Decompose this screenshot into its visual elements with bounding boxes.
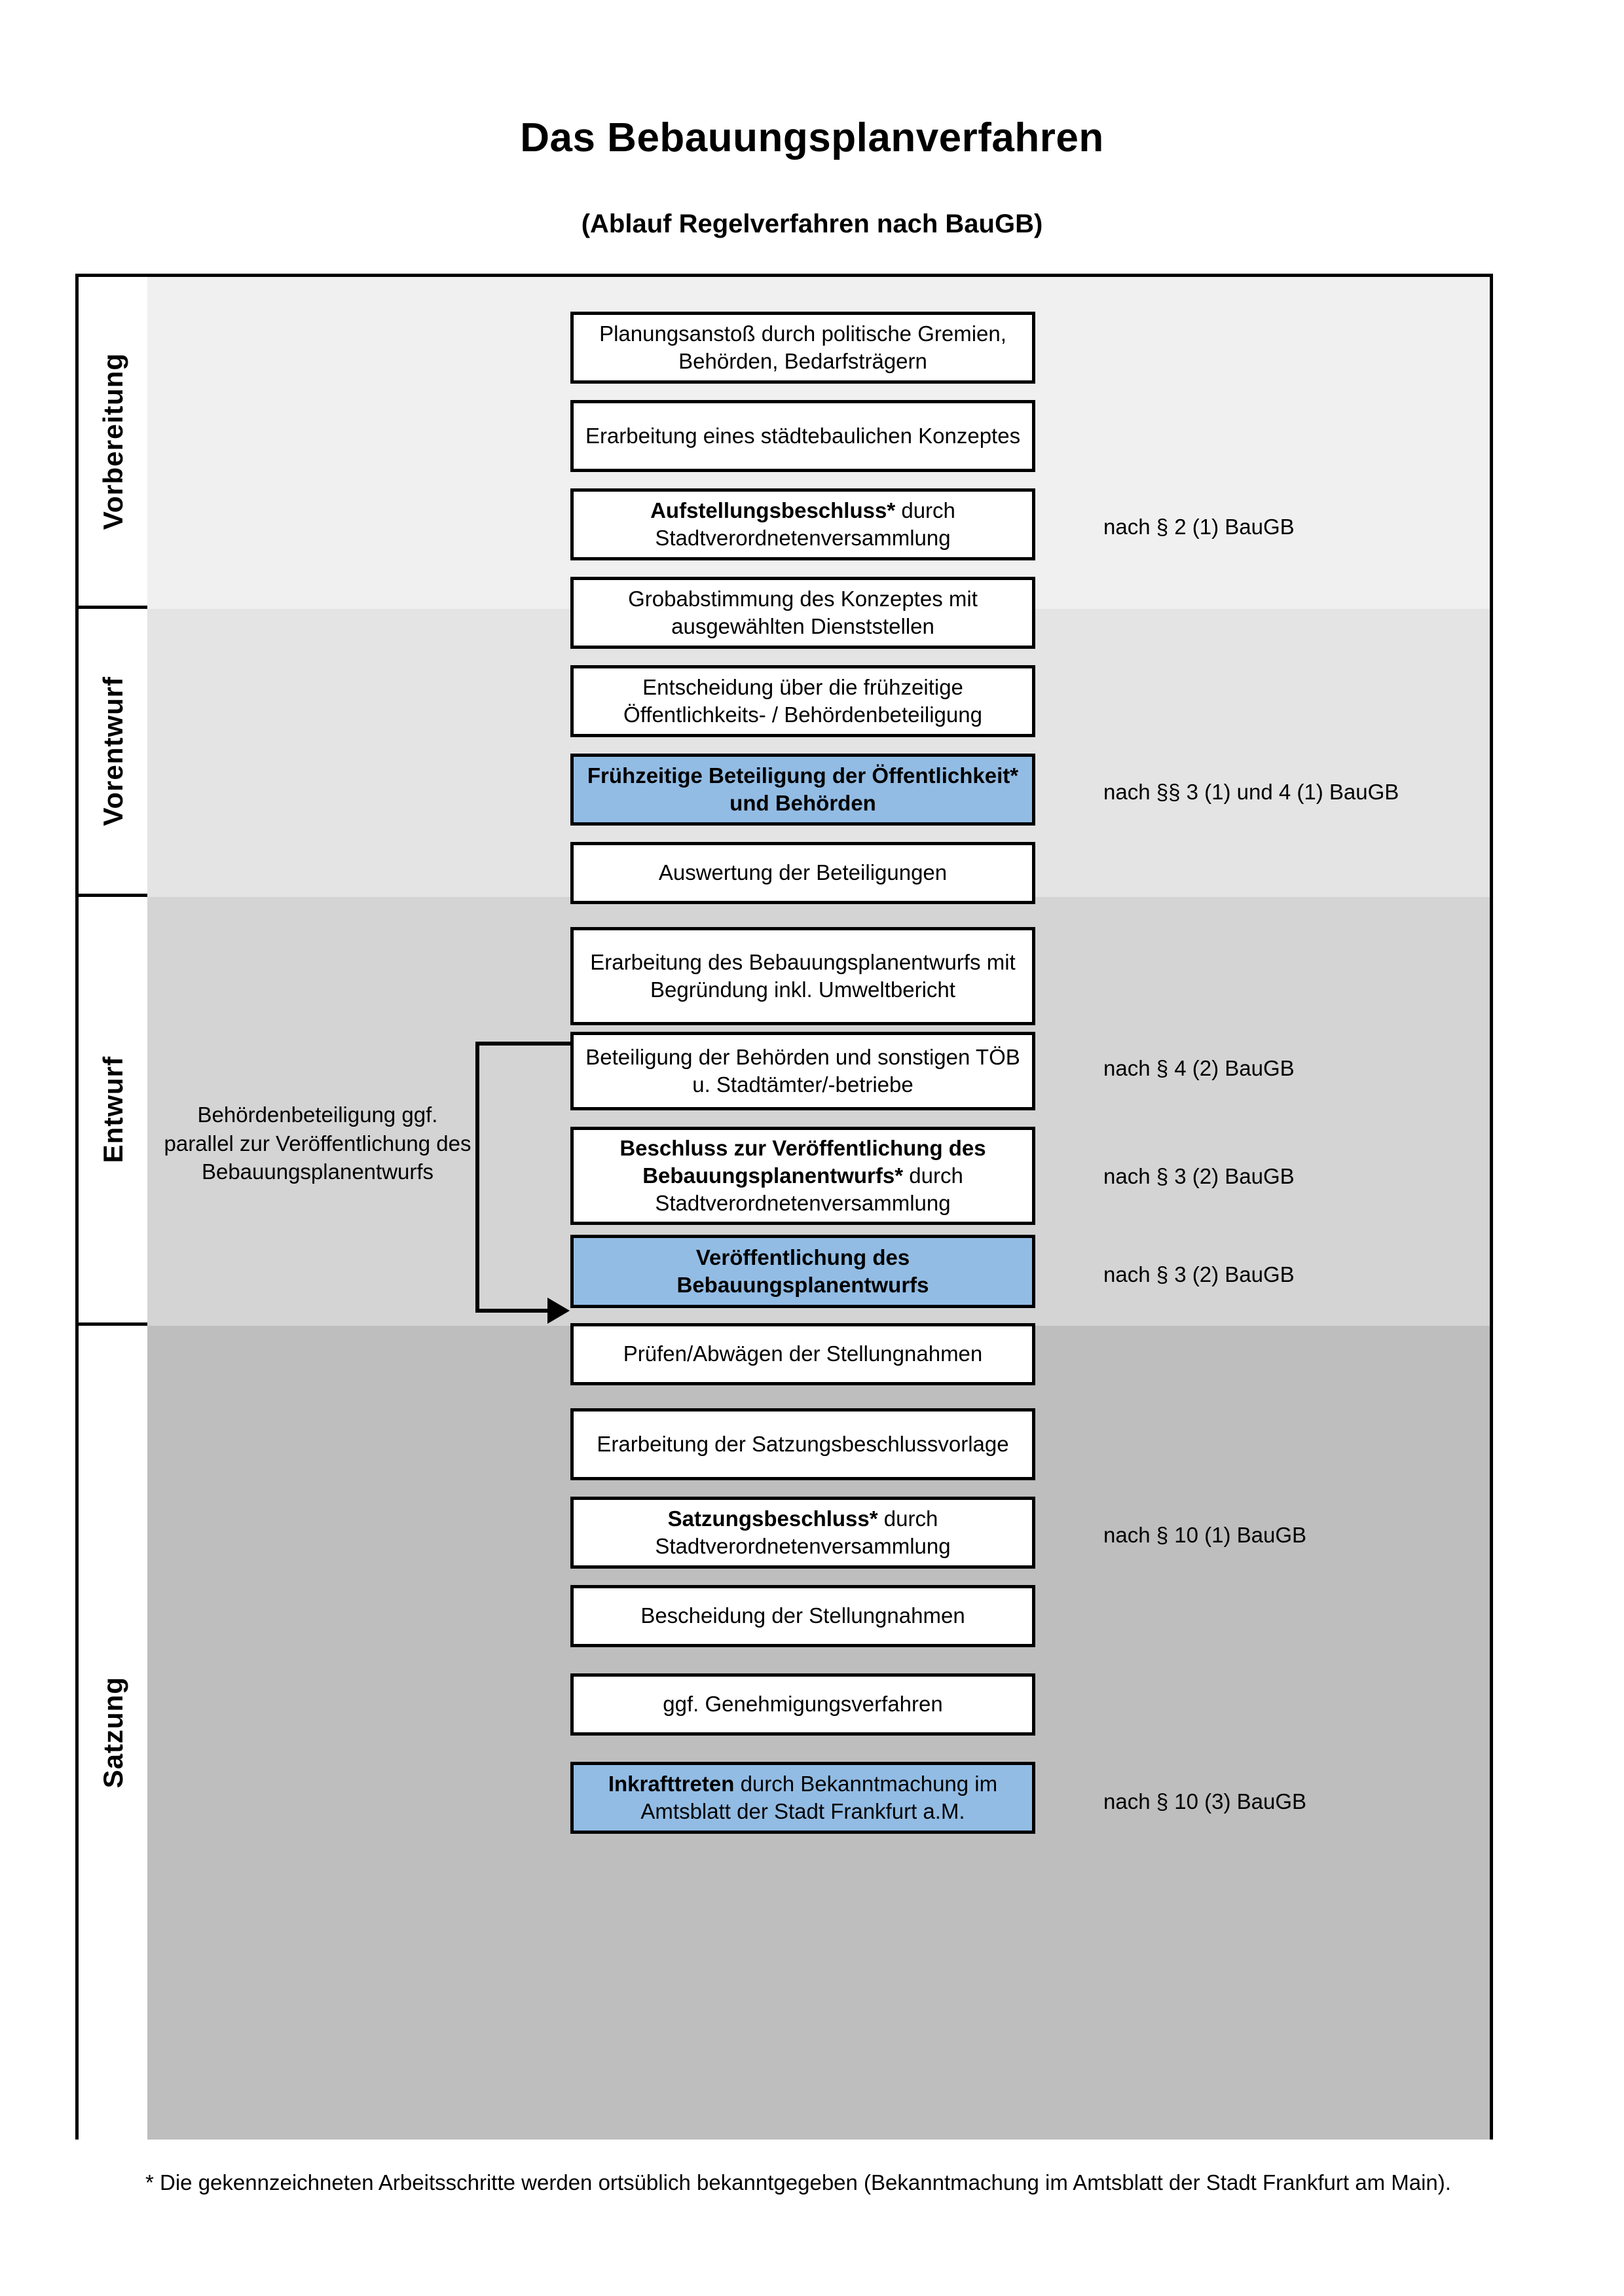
flow-step-genehmigungsverfahren[interactable]: ggf. Genehmigungsverfahren	[570, 1673, 1035, 1736]
page-subtitle: (Ablauf Regelverfahren nach BauGB)	[581, 210, 1043, 238]
flow-step-text: Planungsanstoß durch politische Gremien,…	[599, 321, 1006, 373]
flow-step-body: Satzungsbeschluss* durch Stadtverordnete…	[580, 1505, 1025, 1560]
flow-step-text: durch Stadtverordnetenversammlung	[655, 498, 955, 550]
phase-label-vorbereitung: Vorbereitung	[79, 277, 147, 609]
flow-step-text: Beteiligung der Behörden und sonstigen T…	[585, 1044, 1020, 1097]
phase-label-vorentwurf: Vorentwurf	[79, 609, 147, 897]
flow-step-text: Prüfen/Abwägen der Stellungnahmen	[623, 1341, 983, 1366]
connector-segment-bottom	[475, 1309, 547, 1313]
flow-step-bold: Aufstellungsbeschluss*	[650, 498, 896, 522]
flow-step-text: Grobabstimmung des Konzeptes mit ausgewä…	[628, 586, 978, 638]
flow-step-beteiligung-toeb[interactable]: Beteiligung der Behörden und sonstigen T…	[570, 1032, 1035, 1110]
side-note-behoerdenbeteiligung: Behördenbeteiligung ggf. parallel zur Ve…	[164, 1102, 471, 1184]
flow-step-bold: Beschluss zur Veröffentlichung des Bebau…	[619, 1135, 986, 1188]
flow-step-satzungsbeschluss[interactable]: Satzungsbeschluss* durch Stadtverordnete…	[570, 1497, 1035, 1569]
page-title: Das Bebauungsplanverfahren	[520, 115, 1104, 160]
flow-step-text: Entscheidung über die frühzeitige Öffent…	[623, 674, 982, 727]
parallel-process-connector	[470, 1042, 581, 1324]
flow-step-bescheidung[interactable]: Bescheidung der Stellungnahmen	[570, 1585, 1035, 1647]
connector-segment-left	[475, 1042, 479, 1313]
flow-step-body: Beschluss zur Veröffentlichung des Bebau…	[580, 1135, 1025, 1218]
flow-step-text: durch Bekanntmachung im Amtsblatt der St…	[640, 1771, 998, 1823]
connector-arrowhead-icon	[547, 1298, 570, 1324]
flow-step-erarbeitung-bebauungsplanentwurf[interactable]: Erarbeitung des Bebauungsplanentwurfs mi…	[570, 927, 1035, 1025]
flow-step-entscheidung[interactable]: Entscheidung über die frühzeitige Öffent…	[570, 665, 1035, 737]
flow-step-veroeffentlichung[interactable]: Veröffentlichung des Bebauungsplanentwur…	[570, 1235, 1035, 1308]
flow-step-fruehzeitige-beteiligung[interactable]: Frühzeitige Beteiligung der Öffentlichke…	[570, 754, 1035, 826]
phase-label-text: Vorentwurf	[97, 676, 128, 826]
flow-step-text: ggf. Genehmigungsverfahren	[663, 1692, 943, 1717]
flow-step-text: Bescheidung der Stellungnahmen	[640, 1603, 965, 1628]
flow-step-pruefen-abwaegen[interactable]: Prüfen/Abwägen der Stellungnahmen	[570, 1323, 1035, 1385]
flow-step-bold: Inkrafttreten	[608, 1771, 735, 1796]
flow-step-auswertung[interactable]: Auswertung der Beteiligungen	[570, 842, 1035, 904]
phase-label-satzung: Satzung	[79, 1326, 147, 2140]
flow-step-bold: Frühzeitige Beteiligung der Öffentlichke…	[587, 763, 1019, 815]
flow-step-inkrafttreten[interactable]: Inkrafttreten durch Bekanntmachung im Am…	[570, 1762, 1035, 1834]
phase-label-text: Entwurf	[97, 1056, 128, 1163]
flow-step-body: Aufstellungsbeschluss* durch Stadtverord…	[580, 497, 1025, 552]
connector-segment-top	[475, 1042, 574, 1046]
phase-label-column: Vorbereitung Vorentwurf Entwurf Satzung	[79, 277, 147, 2140]
legal-note-2-1: nach § 2 (1) BauGB	[1103, 515, 1295, 539]
flow-step-konzept[interactable]: Erarbeitung eines städtebaulichen Konzep…	[570, 400, 1035, 472]
phase-label-entwurf: Entwurf	[79, 897, 147, 1326]
flow-step-text: Erarbeitung des Bebauungsplanentwurfs mi…	[590, 949, 1016, 1002]
flow-step-beschluss-veroeffentlichung[interactable]: Beschluss zur Veröffentlichung des Bebau…	[570, 1127, 1035, 1225]
flow-step-bold: Satzungsbeschluss*	[667, 1506, 878, 1531]
flowchart-frame: Vorbereitung Vorentwurf Entwurf Satzung	[75, 274, 1493, 2140]
legal-note-3-2a: nach § 3 (2) BauGB	[1103, 1164, 1295, 1188]
legal-note-10-3: nach § 10 (3) BauGB	[1103, 1789, 1307, 1813]
flow-step-text: Erarbeitung der Satzungsbeschlussvorlage	[597, 1431, 1009, 1456]
flow-step-aufstellungsbeschluss[interactable]: Aufstellungsbeschluss* durch Stadtverord…	[570, 488, 1035, 560]
flow-step-text: Auswertung der Beteiligungen	[658, 860, 948, 885]
flow-step-grobabstimmung[interactable]: Grobabstimmung des Konzeptes mit ausgewä…	[570, 577, 1035, 649]
legal-note-10-1: nach § 10 (1) BauGB	[1103, 1523, 1307, 1547]
flow-step-satzungsbeschlussvorlage[interactable]: Erarbeitung der Satzungsbeschlussvorlage	[570, 1408, 1035, 1480]
legal-note-3-2b: nach § 3 (2) BauGB	[1103, 1262, 1295, 1286]
legal-note-3-1: nach §§ 3 (1) und 4 (1) BauGB	[1103, 780, 1399, 804]
flow-step-body: Inkrafttreten durch Bekanntmachung im Am…	[580, 1770, 1025, 1825]
flow-step-text: durch Stadtverordnetenversammlung	[655, 1163, 963, 1216]
footnote: * Die gekennzeichneten Arbeitsschritte w…	[145, 2170, 1451, 2195]
flow-step-text: durch Stadtverordnetenversammlung	[655, 1506, 951, 1558]
phase-label-text: Satzung	[97, 1677, 128, 1789]
phase-label-text: Vorbereitung	[97, 352, 128, 530]
flow-step-text: Erarbeitung eines städtebaulichen Konzep…	[585, 423, 1021, 448]
flow-step-planungsanstoss[interactable]: Planungsanstoß durch politische Gremien,…	[570, 312, 1035, 384]
legal-note-4-2: nach § 4 (2) BauGB	[1103, 1056, 1295, 1080]
flow-step-bold: Veröffentlichung des Bebauungsplanentwur…	[676, 1245, 929, 1297]
